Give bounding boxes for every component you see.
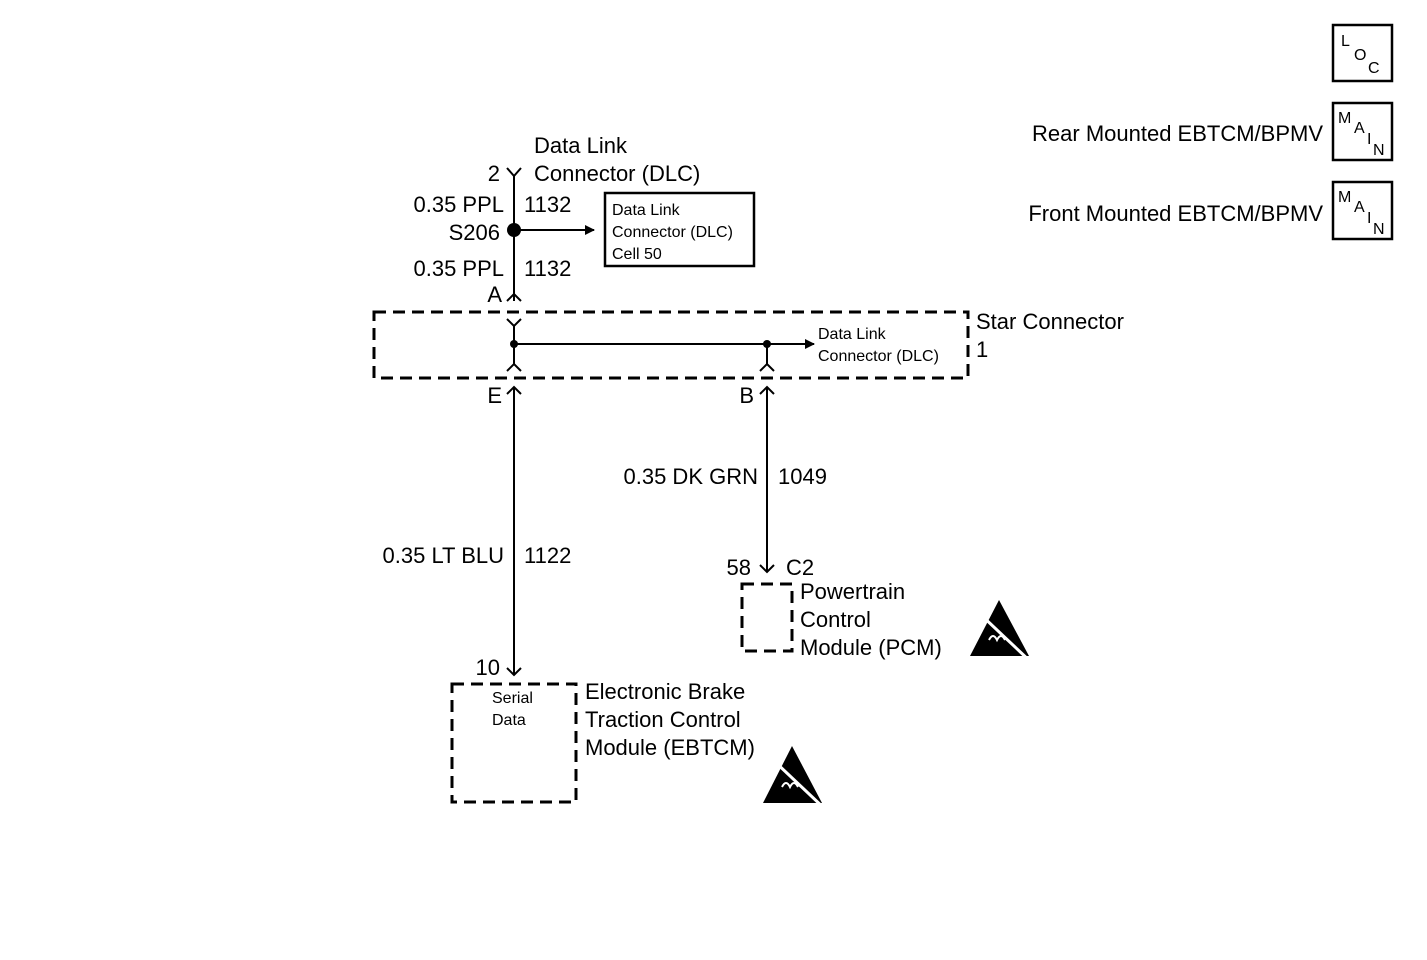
- star-pin-a-internal-terminal: [506, 318, 522, 328]
- pcm-pin-number: 58: [727, 555, 751, 580]
- wire-ebtcm-circuit: 1122: [524, 543, 571, 568]
- wire-pcm-gauge: 0.35 DK GRN: [624, 464, 759, 489]
- pcm-label-line1: Powertrain: [800, 579, 905, 604]
- star-pin-b-internal-terminal: [759, 362, 775, 372]
- dlc-pin-number: 2: [488, 161, 500, 186]
- star-pin-e-internal-terminal: [506, 362, 522, 372]
- svg-text:Cell 50: Cell 50: [612, 246, 662, 263]
- svg-text:N: N: [1373, 221, 1385, 238]
- main-icon-rear[interactable]: M A I N: [1331, 101, 1394, 162]
- svg-text:O: O: [1354, 47, 1366, 64]
- legend-rear-mounted: Rear Mounted EBTCM/BPMV: [1032, 121, 1323, 146]
- ebtcm-label-line1: Electronic Brake: [585, 679, 745, 704]
- svg-text:A: A: [1354, 120, 1365, 137]
- dlc-title-line1: Data Link: [534, 133, 628, 158]
- wire-upper-gauge: 0.35 PPL: [413, 192, 504, 217]
- pcm-module-outline[interactable]: [740, 582, 794, 653]
- pcm-female-terminal: [759, 564, 775, 574]
- star-connector-label: Star Connector: [976, 309, 1124, 334]
- star-pin-b: B: [739, 383, 754, 408]
- wire-pcm-circuit: 1049: [778, 464, 827, 489]
- star-dlc-line1: Data Link: [818, 326, 887, 343]
- ebtcm-inner-line2: Data: [492, 712, 526, 729]
- svg-text:I: I: [1367, 210, 1371, 227]
- star-connector-outline[interactable]: [372, 310, 970, 380]
- ebtcm-inner-line1: Serial: [492, 690, 533, 707]
- ebtcm-module-outline[interactable]: [450, 682, 578, 804]
- star-pin-a-male-terminal: [506, 292, 522, 302]
- svg-text:C: C: [1368, 60, 1380, 77]
- star-pin-1: 1: [976, 337, 988, 362]
- ebtcm-label-line2: Traction Control: [585, 707, 741, 732]
- ebtcm-female-terminal: [506, 667, 522, 677]
- svg-text:Connector (DLC): Connector (DLC): [612, 224, 733, 241]
- legend-front-mounted: Front Mounted EBTCM/BPMV: [1028, 201, 1323, 226]
- wire-lower-gauge: 0.35 PPL: [413, 256, 504, 281]
- pcm-connector-id: C2: [786, 555, 814, 580]
- dlc-title-line2: Connector (DLC): [534, 161, 700, 186]
- svg-text:M: M: [1338, 110, 1351, 127]
- svg-text:L: L: [1341, 33, 1350, 50]
- ebtcm-label-line3: Module (EBTCM): [585, 735, 755, 760]
- svg-text:M: M: [1338, 189, 1351, 206]
- star-pin-e: E: [487, 383, 502, 408]
- pcm-label-line2: Control: [800, 607, 871, 632]
- wire-ebtcm-gauge: 0.35 LT BLU: [383, 543, 504, 568]
- loc-icon[interactable]: L O C: [1331, 23, 1394, 83]
- ebtcm-pin-number: 10: [476, 655, 500, 680]
- main-icon-front[interactable]: M A I N: [1331, 180, 1394, 241]
- svg-text:A: A: [1354, 199, 1365, 216]
- star-pin-a: A: [487, 282, 502, 307]
- wire-lower-circuit: 1132: [524, 256, 571, 281]
- esd-warning-icon-ebtcm: [763, 746, 828, 812]
- svg-text:I: I: [1367, 131, 1371, 148]
- dlc-reference-box[interactable]: Data Link Connector (DLC) Cell 50: [603, 191, 756, 268]
- wire-upper-circuit: 1132: [524, 192, 571, 217]
- pcm-label-line3: Module (PCM): [800, 635, 942, 660]
- star-dlc-line2: Connector (DLC): [818, 348, 939, 365]
- splice-label: S206: [449, 220, 500, 245]
- esd-warning-icon-pcm: [970, 600, 1035, 666]
- svg-text:N: N: [1373, 142, 1385, 159]
- svg-text:Data Link: Data Link: [612, 202, 681, 219]
- dlc-female-terminal: [506, 167, 522, 178]
